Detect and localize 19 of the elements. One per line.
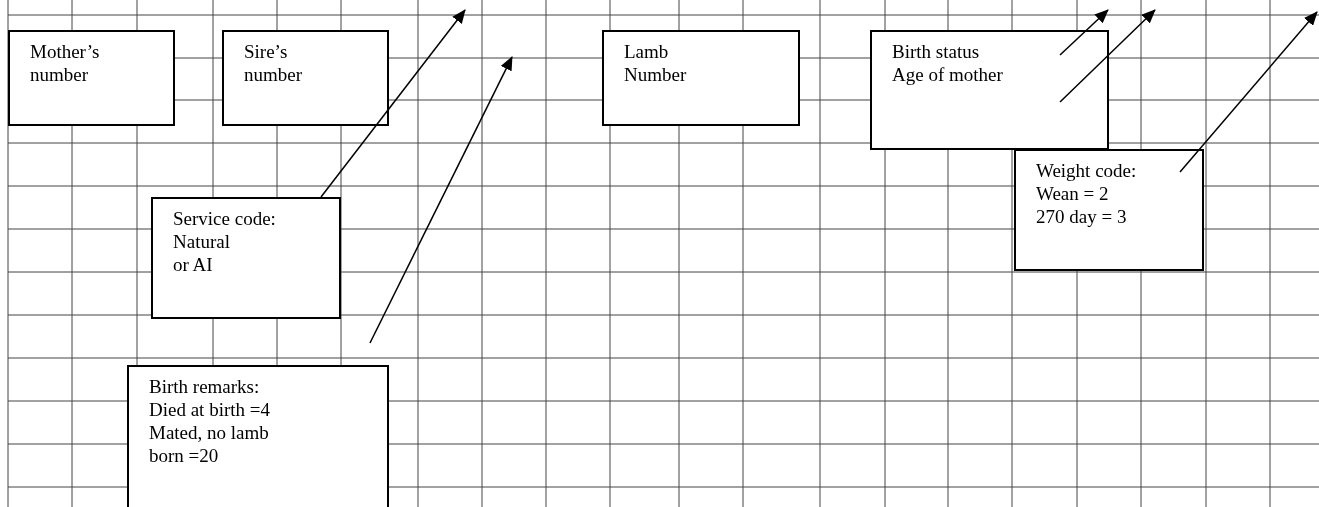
arrow: [1059, 9, 1109, 56]
arrow: [320, 9, 466, 198]
box-text: Birth remarks: Died at birth =4 Mated, no lamb born =20: [149, 375, 271, 467]
box-text: Sire’s number: [244, 40, 304, 86]
text-box: [1014, 149, 1204, 271]
box-text: Birth status Age of mother: [892, 40, 1004, 86]
box-text: Mother’s number: [30, 40, 101, 86]
text-box: [8, 30, 175, 126]
text-box: [127, 365, 389, 507]
arrow: [1179, 11, 1318, 173]
text-box: [222, 30, 389, 126]
text-box: [870, 30, 1109, 150]
arrow: [1059, 9, 1156, 103]
box-text: Service code: Natural or AI: [173, 207, 277, 276]
text-box: [602, 30, 800, 126]
arrow: [369, 56, 513, 344]
box-text: Weight code: Wean = 2 270 day = 3: [1036, 159, 1138, 228]
text-box: [151, 197, 341, 319]
box-text: Lamb Number: [624, 40, 688, 86]
